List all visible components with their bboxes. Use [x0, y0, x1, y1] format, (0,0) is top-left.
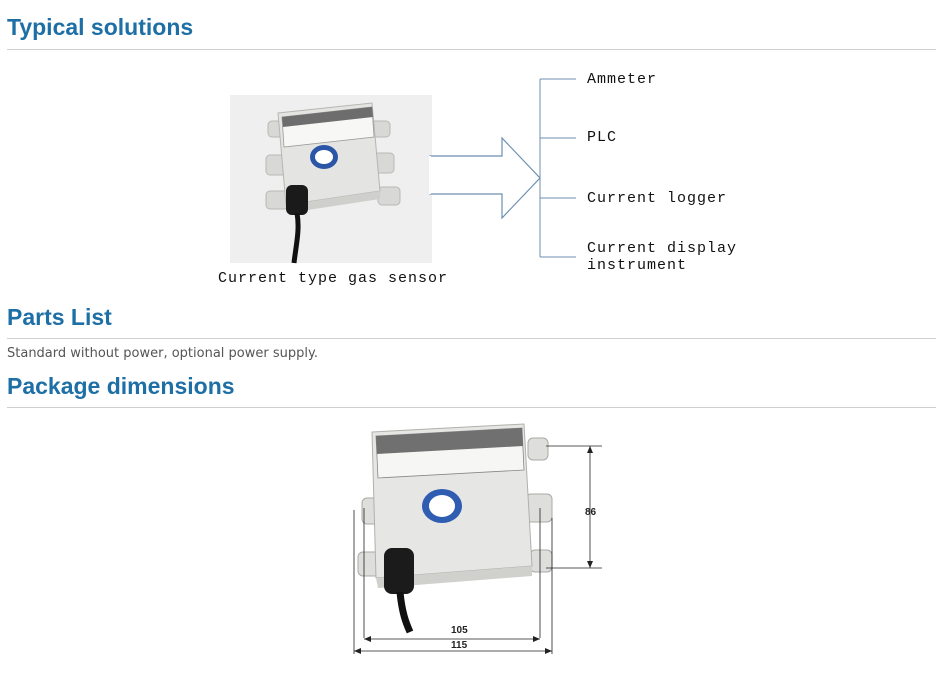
section-divider: [7, 338, 936, 339]
output-branch-lines: [539, 78, 576, 258]
dimension-inner-width-label: 105: [451, 625, 468, 636]
section-divider: [7, 49, 936, 50]
dimension-height-label: 86: [585, 507, 597, 518]
section-divider: [7, 407, 936, 408]
section-heading-typical-solutions: Typical solutions: [7, 14, 194, 40]
parts-list-text: Standard without power, optional power s…: [7, 346, 318, 361]
output-ammeter: Ammeter: [587, 71, 658, 88]
output-plc: PLC: [587, 129, 618, 146]
output-current-logger: Current logger: [587, 190, 728, 207]
dimension-outer-width-label: 115: [451, 640, 468, 651]
section-heading-package-dimensions: Package dimensions: [7, 373, 235, 399]
sensor-caption: Current type gas sensor: [218, 270, 449, 287]
package-dimension-drawing: [353, 423, 602, 654]
gas-sensor-photo: [230, 95, 432, 264]
output-current-display: Current display instrument: [587, 240, 738, 274]
signal-arrow: [429, 136, 541, 220]
section-heading-parts-list: Parts List: [7, 304, 112, 330]
